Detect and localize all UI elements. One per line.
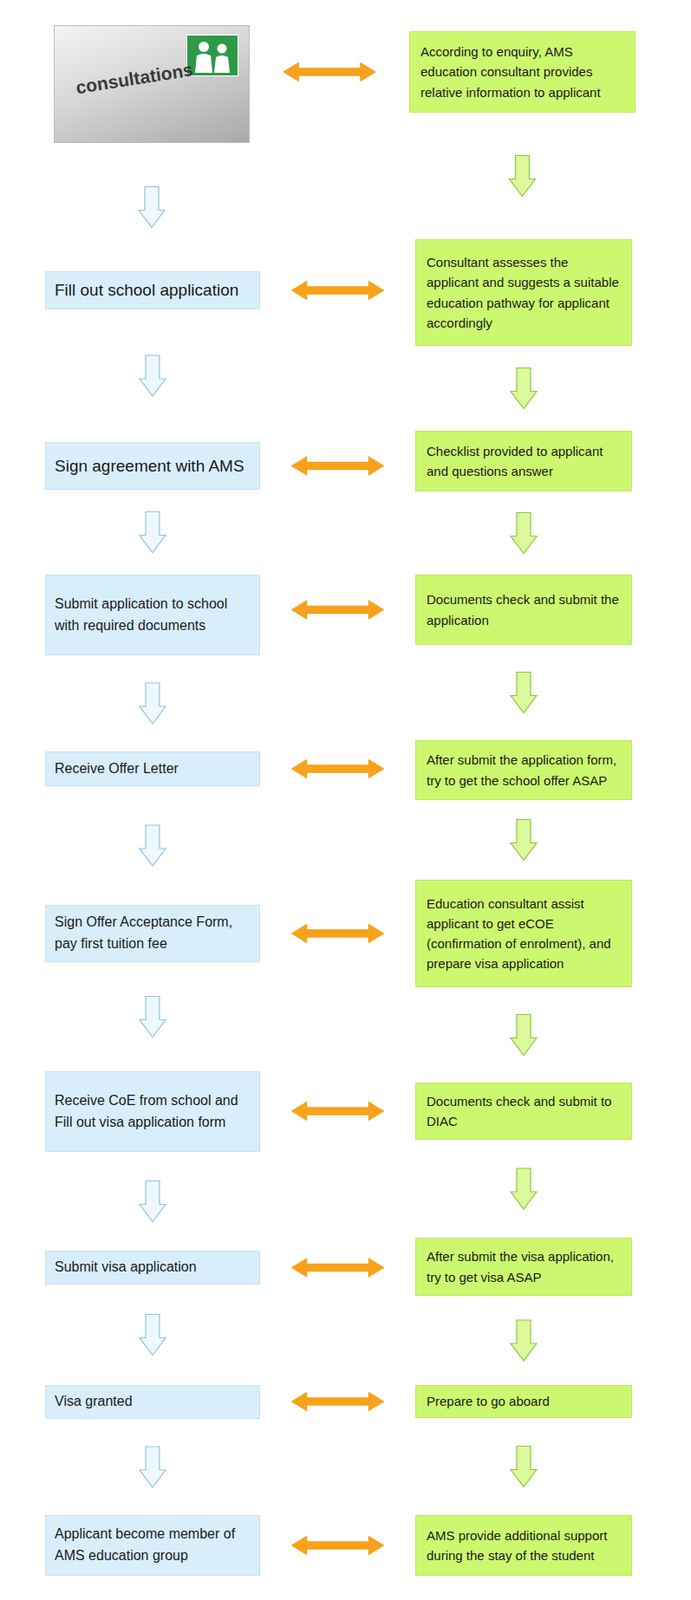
ams-step-box: After submit the visa application, try t… xyxy=(415,1238,633,1297)
step-text: Education consultant assist applicant to… xyxy=(426,893,621,975)
step-text: Consultant assesses the applicant and su… xyxy=(426,252,621,333)
exchange-arrow xyxy=(291,1392,385,1412)
applicant-step-box: Visa granted xyxy=(45,1385,261,1420)
flow-arrow xyxy=(139,683,166,724)
sign-text: consultations xyxy=(53,25,195,102)
person-body xyxy=(195,53,213,73)
flow-arrow xyxy=(139,512,166,554)
step-text: Checklist provided to applicant and ques… xyxy=(426,441,621,483)
applicant-step-box: Receive Offer Letter xyxy=(45,751,261,787)
ams-step-box: Documents check and submit to DIAC xyxy=(415,1082,633,1141)
step-text: Documents check and submit the applicati… xyxy=(426,589,621,631)
exchange-arrow xyxy=(291,1101,385,1122)
step-text: According to enquiry, AMS education cons… xyxy=(420,41,625,103)
ams-step-box: Prepare to go aboard xyxy=(415,1385,633,1419)
step-text: Receive CoE from school and Fill out vis… xyxy=(54,1090,251,1135)
person-body xyxy=(214,55,230,73)
exchange-arrow xyxy=(291,280,385,300)
ams-step-box: Documents check and submit the applicati… xyxy=(415,574,633,646)
step-text: Sign Offer Acceptance Form, pay first tu… xyxy=(54,912,251,956)
ams-step-box: Checklist provided to applicant and ques… xyxy=(415,430,633,492)
flow-arrow xyxy=(510,820,537,861)
applicant-step-box: Submit application to school with requir… xyxy=(45,574,261,656)
step-text: Prepare to go aboard xyxy=(426,1391,621,1412)
step-text: Submit application to school with requir… xyxy=(54,593,251,638)
flow-arrow xyxy=(510,513,537,555)
flow-arrow xyxy=(139,1315,166,1356)
flow-arrow xyxy=(139,1181,166,1223)
step-text: Sign agreement with AMS xyxy=(54,453,251,479)
exchange-arrow xyxy=(291,1258,385,1278)
step-text: Documents check and submit to DIAC xyxy=(426,1091,621,1133)
step-text: Applicant become member of AMS education… xyxy=(54,1524,251,1568)
applicant-step-box: Sign agreement with AMS xyxy=(45,442,261,490)
step-text: Receive Offer Letter xyxy=(54,758,251,781)
applicant-step-box: Sign Offer Acceptance Form, pay first tu… xyxy=(45,905,261,963)
exchange-arrow xyxy=(291,600,385,620)
ams-step-box: According to enquiry, AMS education cons… xyxy=(409,31,636,113)
ams-step-box: Education consultant assist applicant to… xyxy=(415,880,633,988)
applicant-step-box: Submit visa application xyxy=(45,1251,261,1285)
flow-arrow xyxy=(138,187,165,229)
person-head xyxy=(217,44,228,54)
flow-arrow xyxy=(510,368,537,410)
ams-step-box: After submit the application form, try t… xyxy=(415,740,633,801)
step-text: After submit the application form, try t… xyxy=(426,749,621,791)
exchange-arrow xyxy=(291,456,385,476)
consultation-sign: consultations xyxy=(53,25,250,144)
flow-arrow xyxy=(139,1447,166,1488)
ams-step-box: Consultant assesses the applicant and su… xyxy=(415,239,633,346)
step-text: Submit visa application xyxy=(54,1257,251,1279)
exchange-arrow xyxy=(283,62,377,82)
icon-ground xyxy=(186,34,239,77)
flow-arrow xyxy=(510,1320,537,1362)
exchange-arrow xyxy=(291,1536,385,1556)
applicant-step-box: Fill out school application xyxy=(45,271,261,310)
people-icon xyxy=(186,34,239,77)
step-text: Fill out school application xyxy=(54,277,251,303)
flow-arrow xyxy=(510,1447,537,1488)
applicant-step-box: Applicant become member of AMS education… xyxy=(45,1515,261,1577)
applicant-step-box: Receive CoE from school and Fill out vis… xyxy=(45,1071,261,1153)
person-head xyxy=(198,41,209,53)
step-text: After submit the visa application, try t… xyxy=(426,1246,621,1288)
flow-arrow xyxy=(139,997,166,1038)
step-text: Visa granted xyxy=(54,1391,251,1414)
exchange-arrow xyxy=(291,924,385,944)
flow-arrow xyxy=(510,1015,537,1057)
exchange-arrow xyxy=(291,759,385,779)
flow-arrow xyxy=(510,1168,537,1210)
step-text: AMS provide additional support during th… xyxy=(426,1525,621,1567)
flow-arrow xyxy=(510,672,537,714)
flow-arrow xyxy=(509,156,536,197)
flow-arrow xyxy=(139,825,166,867)
ams-step-box: AMS provide additional support during th… xyxy=(415,1515,633,1577)
flow-arrow xyxy=(139,355,166,397)
